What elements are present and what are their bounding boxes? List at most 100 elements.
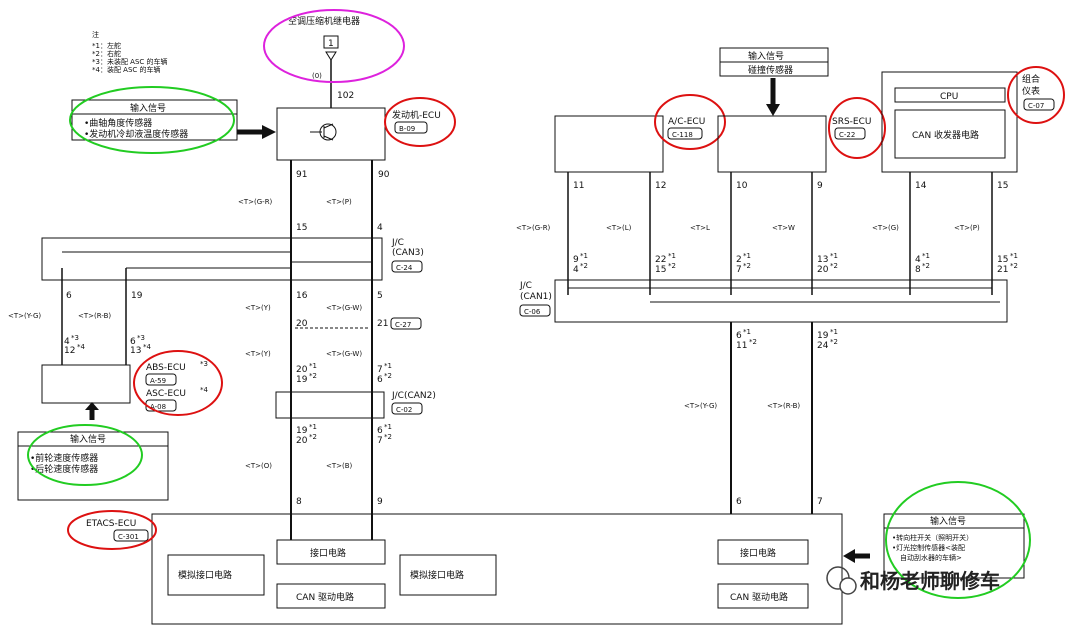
svg-text:7: 7 xyxy=(377,365,383,375)
svg-text:•转向柱开关（照明开关）: •转向柱开关（照明开关） xyxy=(892,533,973,542)
input-engine: 输入信号 •曲轴角度传感器 •发动机冷却液温度传感器 xyxy=(69,86,276,154)
svg-text:7: 7 xyxy=(817,497,823,507)
svg-text:CAN 驱动电路: CAN 驱动电路 xyxy=(730,591,788,603)
svg-text:4: 4 xyxy=(573,265,579,275)
svg-text:*2: *2 xyxy=(743,262,751,270)
svg-text:A-59: A-59 xyxy=(150,377,166,385)
svg-text:<T>(Y-G): <T>(Y-G) xyxy=(684,402,717,410)
svg-text:11: 11 xyxy=(573,181,584,191)
right-can-lines xyxy=(567,172,1000,514)
svg-text:*1: *1 xyxy=(309,423,317,431)
svg-text:*4: *4 xyxy=(200,386,209,394)
svg-text:6: 6 xyxy=(377,426,383,436)
svg-text:发动机-ECU: 发动机-ECU xyxy=(392,109,441,121)
svg-text:<T>(Y): <T>(Y) xyxy=(245,304,271,312)
svg-text:<T>(G-W): <T>(G-W) xyxy=(326,304,362,312)
svg-text:11: 11 xyxy=(736,341,747,351)
svg-text:*2: *2 xyxy=(384,433,392,441)
highlight-meter xyxy=(1007,66,1065,124)
svg-text:J/C(CAN2): J/C(CAN2) xyxy=(391,391,436,401)
svg-text:<T>(R-B): <T>(R-B) xyxy=(767,402,800,410)
svg-text:<T>(O): <T>(O) xyxy=(245,462,272,470)
svg-text:*2: *2 xyxy=(668,262,676,270)
svg-text:8: 8 xyxy=(296,497,302,507)
svg-text:注: 注 xyxy=(92,30,99,39)
svg-text:9: 9 xyxy=(377,497,383,507)
svg-text:22: 22 xyxy=(655,255,666,265)
svg-text:19: 19 xyxy=(131,291,143,301)
svg-text:C-301: C-301 xyxy=(118,533,139,541)
svg-text:6: 6 xyxy=(130,337,136,347)
svg-text:ASC-ECU: ASC-ECU xyxy=(146,389,186,399)
svg-text:(CAN1): (CAN1) xyxy=(520,292,552,302)
ac-srs-ecu: A/C-ECU C-118 SRS-ECU C-22 xyxy=(554,94,886,173)
svg-text:2: 2 xyxy=(736,255,742,265)
svg-text:<T>(B): <T>(B) xyxy=(326,462,353,470)
svg-text:5: 5 xyxy=(377,291,383,301)
notes: 注 *1：左舵 *2：右舵 *3：未装配 ASC 的车辆 *4：装配 ASC 的… xyxy=(92,30,168,74)
svg-text:4: 4 xyxy=(915,255,921,265)
svg-text:19: 19 xyxy=(296,375,308,385)
svg-text:C-24: C-24 xyxy=(396,264,413,272)
combination-meter: CPU CAN 收发器电路 组合 仪表 C-07 xyxy=(881,66,1065,173)
svg-text:CPU: CPU xyxy=(940,92,958,102)
svg-text:15: 15 xyxy=(997,255,1008,265)
svg-text:J/C: J/C xyxy=(519,281,532,291)
svg-text:*2: *2 xyxy=(830,262,838,270)
input-crash: 输入信号 碰撞传感器 xyxy=(719,47,829,116)
watermark: 和杨老师聊修车 xyxy=(826,566,1000,595)
svg-text:*2: *2 xyxy=(580,262,588,270)
svg-text:16: 16 xyxy=(296,291,308,301)
svg-text:(CAN3): (CAN3) xyxy=(392,248,424,258)
abs-ecu: ABS-ECU*3 A-59 ASC-ECU*4 A-08 xyxy=(41,350,223,420)
svg-text:19: 19 xyxy=(817,331,829,341)
svg-text:<T>(G-W): <T>(G-W) xyxy=(326,350,362,358)
svg-text:<T>(P): <T>(P) xyxy=(954,224,980,232)
left-pin-labels: 15 4 16 5 20 21 C-27 6 19 4*3 12*4 6*3 1… xyxy=(64,223,422,507)
svg-text:4: 4 xyxy=(377,223,383,233)
svg-text:14: 14 xyxy=(915,181,927,191)
svg-text:24: 24 xyxy=(817,341,829,351)
svg-text:*4: *4 xyxy=(77,343,86,351)
svg-text:21: 21 xyxy=(997,265,1008,275)
svg-text:<T>(L): <T>(L) xyxy=(606,224,632,232)
svg-text:6: 6 xyxy=(736,331,742,341)
svg-text:15: 15 xyxy=(997,181,1008,191)
highlight-ac-ecu xyxy=(654,94,726,150)
svg-text:•曲轴角度传感器: •曲轴角度传感器 xyxy=(84,117,152,129)
svg-text:91: 91 xyxy=(296,170,307,180)
svg-text:13: 13 xyxy=(130,346,141,356)
svg-text:*1: *1 xyxy=(580,252,588,260)
svg-text:102: 102 xyxy=(337,91,354,101)
right-labels: 11 12 10 9 14 15 <T>(G-R) <T>(L) <T>L <T… xyxy=(516,181,1018,507)
svg-text:输入信号: 输入信号 xyxy=(930,515,966,527)
svg-text:*1: *1 xyxy=(922,252,930,260)
svg-text:•灯光控制传感器<装配: •灯光控制传感器<装配 xyxy=(892,543,965,552)
svg-text:*2：右舵: *2：右舵 xyxy=(92,49,121,58)
svg-text:CAN 收发器电路: CAN 收发器电路 xyxy=(912,129,979,141)
svg-text:•后轮速度传感器: •后轮速度传感器 xyxy=(30,463,98,475)
svg-text:C-27: C-27 xyxy=(395,321,411,329)
jc-can2: J/C(CAN2) C-02 xyxy=(275,391,436,419)
highlight-srs-ecu xyxy=(828,97,886,159)
svg-text:12: 12 xyxy=(655,181,666,191)
highlight-input-abs xyxy=(27,424,143,486)
svg-text:*2: *2 xyxy=(1010,262,1018,270)
svg-text:<T>(Y): <T>(Y) xyxy=(245,350,271,358)
svg-text:*3: *3 xyxy=(137,334,145,342)
svg-text:<T>(R-B): <T>(R-B) xyxy=(78,312,111,320)
highlight-input-engine xyxy=(69,86,235,154)
svg-text:C-06: C-06 xyxy=(524,308,541,316)
svg-text:*1: *1 xyxy=(1010,252,1018,260)
svg-text:*2: *2 xyxy=(830,338,838,346)
svg-text:6: 6 xyxy=(377,375,383,385)
svg-text:*1: *1 xyxy=(830,328,838,336)
compressor-relay: 空调压缩机继电器 1 (0) 102 xyxy=(263,9,405,108)
svg-text:*1: *1 xyxy=(830,252,838,260)
svg-text:SRS-ECU: SRS-ECU xyxy=(832,117,872,127)
svg-text:*1: *1 xyxy=(384,423,392,431)
svg-text:<T>L: <T>L xyxy=(690,224,710,232)
svg-text:接口电路: 接口电路 xyxy=(740,547,776,559)
svg-text:ABS-ECU: ABS-ECU xyxy=(146,363,186,373)
svg-text:*1: *1 xyxy=(309,362,317,370)
